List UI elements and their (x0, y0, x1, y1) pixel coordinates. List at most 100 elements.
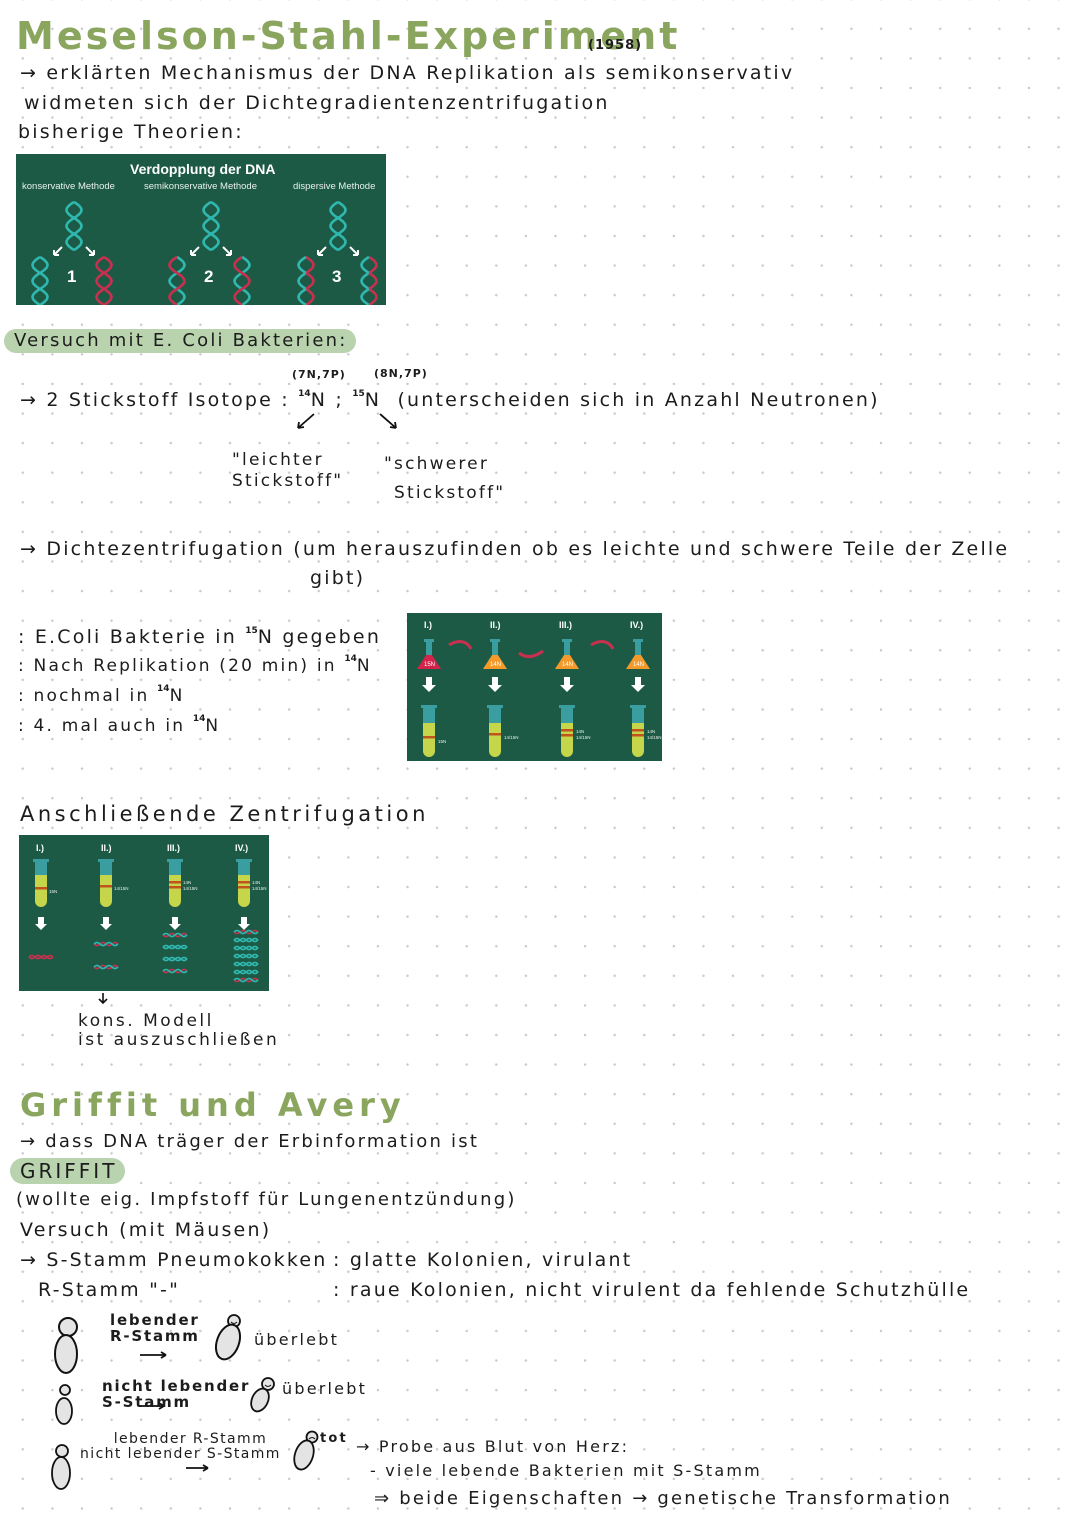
trial-3-label: lebender R-Stamm nicht lebender S-Stamm (80, 1432, 281, 1462)
section-title-griffit-avery: Griffit und Avery (20, 1086, 406, 1124)
step-3-text: : nochmal in (18, 686, 158, 706)
isotope-line-prefix: → 2 Stickstoff Isotope : (20, 389, 290, 411)
svg-text:15N: 15N (438, 739, 446, 744)
experiment-heading: Versuch mit E. Coli Bakterien: (4, 329, 356, 353)
finding-1: → Probe aus Blut von Herz: (356, 1437, 630, 1456)
heavy-label-line2: Stickstoff" (394, 483, 506, 503)
method-label-dispersive: dispersive Methode (293, 181, 376, 192)
trial-2-result: überlebt (282, 1379, 368, 1398)
subsequent-centrifugation-heading: Anschließende Zentrifugation (20, 802, 429, 826)
intro-line-3: bisherige Theorien: (18, 121, 244, 143)
svg-text:14N: 14N (647, 729, 655, 734)
svg-text:14N: 14N (490, 662, 501, 668)
dna-replication-figure: Verdopplung der DNA konservative Methode… (16, 154, 386, 305)
result-stage-label-4: IV.) (235, 843, 249, 853)
centrifugation-result-figure: I.) II.) III.) IV.) 15N 14/15N 14N 14/15… (19, 835, 269, 991)
finding-2: - viele lebende Bakterien mit S-Stamm (370, 1461, 762, 1480)
trial-2-label-line2: S-Stamm (102, 1393, 191, 1411)
heavy-label-line1: "schwerer (384, 454, 490, 474)
light-label-line1: "leichter (232, 450, 324, 470)
griffit-subheading: GRIFFIT (10, 1158, 126, 1184)
intro-line-2: widmeten sich der Dichtegradientenzentri… (24, 92, 610, 114)
result-stage-label-3: III.) (167, 843, 180, 853)
step-2-text: : Nach Replikation (20 min) in (18, 656, 345, 676)
isotope-separator: ; (335, 389, 344, 411)
step-2: : Nach Replikation (20 min) in 14N (18, 654, 372, 676)
svg-text:14/15N: 14/15N (183, 886, 198, 891)
year-label: (1958) (588, 38, 643, 53)
isotope-line: → 2 Stickstoff Isotope : 14N ; 15N (unte… (20, 389, 880, 411)
step-4-tail: N (205, 716, 221, 736)
step-3-mass: 14 (157, 684, 170, 694)
svg-text:14N: 14N (633, 662, 644, 668)
model-number-1: 1 (67, 267, 77, 286)
result-stage-label-1: I.) (36, 843, 44, 853)
trial-1-label: lebender R-Stamm (110, 1312, 200, 1344)
griffit-line-1: → dass DNA träger der Erbinformation ist (20, 1131, 480, 1152)
step-4-mass: 14 (192, 714, 206, 724)
light-label-line2: Stickstoff" (232, 471, 344, 491)
r-strain-desc: : raue Kolonien, nicht virulent da fehle… (333, 1279, 971, 1301)
s-strain-name: → S-Stamm Pneumokokken (20, 1249, 328, 1271)
r-strain-name: R-Stamm "-" (38, 1279, 181, 1301)
model-number-2: 2 (204, 267, 214, 286)
svg-text:14N: 14N (183, 880, 191, 885)
svg-text:14N: 14N (252, 880, 260, 885)
figure-title: Verdopplung der DNA (130, 161, 276, 177)
conclusion-line-2: ist auszuschließen (78, 1030, 280, 1050)
finding-3: ⇒ beide Eigenschaften → genetische Trans… (374, 1488, 952, 1509)
conclusion-note: kons. Modell ist auszuschließen (78, 1012, 279, 1050)
svg-text:14/15N: 14/15N (576, 735, 591, 740)
centrifugation-line: → Dichtezentrifugation (um herauszufinde… (20, 538, 1010, 560)
flask-tube-figure: I.) II.) III.) IV.) 15N 14N 14N 14N (407, 613, 662, 761)
svg-text:14N: 14N (562, 662, 573, 668)
stage-label-1: I.) (424, 620, 432, 630)
svg-text:14/15N: 14/15N (647, 735, 662, 740)
isotope-14-mass: 14 (298, 389, 311, 399)
s-strain-desc: : glatte Kolonien, virulant (333, 1249, 633, 1271)
griffit-line-3: Versuch (mit Mäusen) (20, 1219, 272, 1241)
page-title: Meselson-Stahl-Experiment (16, 14, 681, 58)
trial-2-label-line1: nicht lebender (102, 1377, 251, 1395)
method-label-semiconservative: semikonservative Methode (144, 181, 257, 192)
svg-text:14/15N: 14/15N (114, 886, 129, 891)
intro-line-1: → erklärten Mechanismus der DNA Replikat… (20, 62, 795, 84)
result-stage-label-2: II.) (101, 843, 112, 853)
step-1-tail: N gegeben (257, 626, 382, 648)
step-4-text: : 4. mal auch in (18, 716, 193, 736)
heavy-nitrogen-label: "schwerer Stickstoff" (384, 450, 505, 508)
trial-3-label-line1: lebender R-Stamm (113, 1431, 268, 1447)
isotope-note: (unterscheiden sich in Anzahl Neutronen) (397, 389, 880, 411)
svg-text:14N: 14N (576, 729, 584, 734)
conclusion-line-1: kons. Modell (78, 1011, 214, 1031)
trial-2-label: nicht lebender S-Stamm (102, 1378, 250, 1410)
svg-text:14/15N: 14/15N (504, 735, 519, 740)
isotope-15-composition: (8N,7P) (374, 367, 428, 380)
stage-label-3: III.) (559, 620, 572, 630)
isotope-14-symbol: N (310, 389, 328, 411)
griffit-line-2: (wollte eig. Impfstoff für Lungenentzünd… (16, 1189, 517, 1210)
step-3: : nochmal in 14N (18, 684, 185, 706)
trial-3-result: tot (320, 1431, 348, 1446)
svg-text:15N: 15N (424, 662, 435, 668)
svg-text:14/15N: 14/15N (252, 886, 267, 891)
step-1: : E.Coli Bakterie in 15N gegeben (18, 626, 381, 648)
step-2-mass: 14 (344, 654, 357, 664)
step-1-text: : E.Coli Bakterie in (18, 626, 246, 648)
trial-1-label-line2: R-Stamm (110, 1327, 200, 1345)
trial-3-label-line2: nicht lebender S-Stamm (80, 1446, 281, 1462)
step-2-tail: N (356, 656, 372, 676)
light-nitrogen-label: "leichter Stickstoff" (232, 450, 343, 492)
model-number-3: 3 (332, 267, 342, 286)
step-1-mass: 15 (245, 626, 258, 636)
isotope-14-composition: (7N,7P) (292, 368, 346, 381)
stage-label-4: IV.) (630, 620, 644, 630)
branch-arrows-icon (297, 413, 397, 429)
step-3-tail: N (169, 686, 185, 706)
isotope-15-symbol: N (364, 389, 382, 411)
tube-and-dna-band-icons: 15N 14/15N 14N 14/15N 14N 14/15N (28, 859, 267, 983)
mouse-experiment-icons (51, 1314, 319, 1490)
down-arrow-icon (98, 993, 108, 1005)
stage-label-2: II.) (490, 620, 501, 630)
isotope-15-mass: 15 (352, 389, 365, 399)
